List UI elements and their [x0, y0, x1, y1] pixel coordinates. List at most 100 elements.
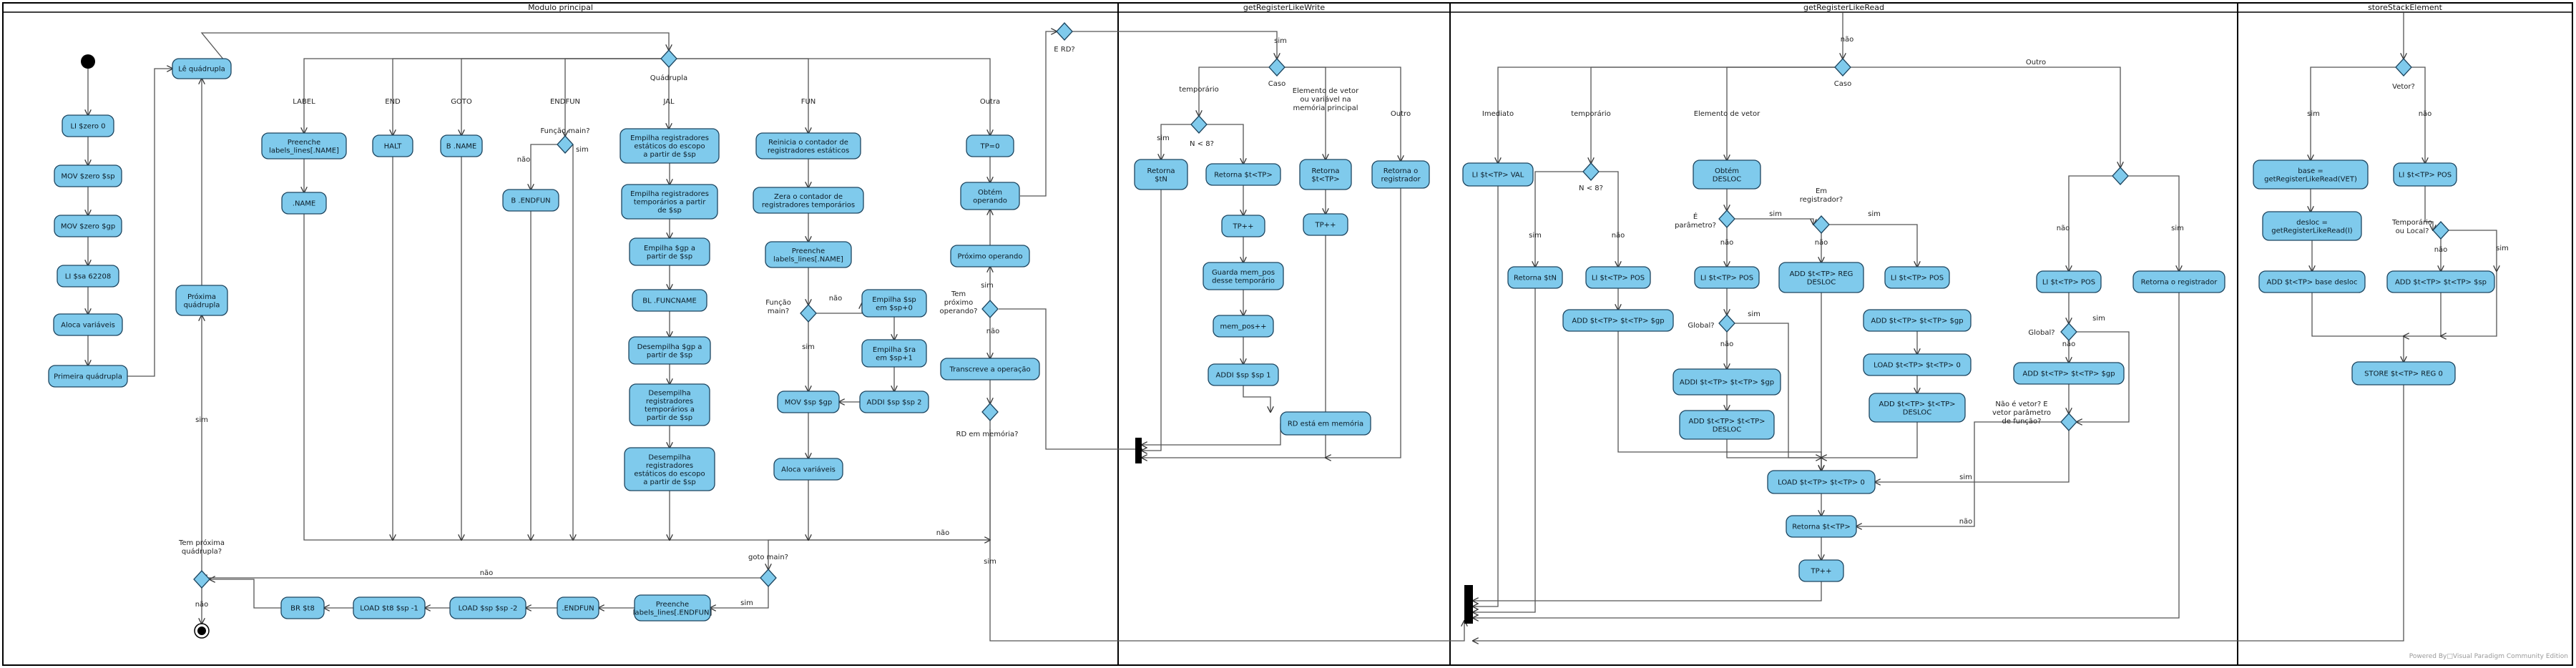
action-label: TP=0: [980, 143, 1000, 151]
action-label: LOAD $t<TP> $t<TP> 0: [1874, 362, 1961, 370]
action-endfun: [557, 596, 599, 619]
action-label: Aloca variáveis: [61, 321, 115, 330]
flow-edge: [210, 579, 281, 609]
decision-node: [1268, 58, 1285, 77]
guard-label: ou Local?: [2396, 227, 2429, 235]
action-addi-sp-2: [859, 391, 929, 413]
action-label: Retorna $tN: [1514, 275, 1557, 283]
guard-label: Vetor?: [2392, 83, 2415, 91]
action-label: Retorna $t<TP>: [1214, 172, 1272, 180]
flow-edge: [1207, 124, 1243, 164]
action-label: Zera o contador de: [774, 193, 843, 201]
swimlane-title: storeStackElement: [2368, 3, 2443, 12]
action-label: ADD $t<TP> $t<TP> $gp: [1572, 318, 1664, 325]
guard-label: main?: [768, 308, 789, 315]
decision-node: [800, 304, 817, 323]
action-r-add-gp: [1562, 309, 1674, 332]
decision-node: [2395, 58, 2412, 77]
action-label: Preenche: [656, 601, 689, 609]
guard-label: não: [1815, 239, 1828, 247]
swimlane: [2, 2, 1119, 666]
action-label: ADDI $sp $sp 1: [1216, 372, 1271, 380]
action-label: base =: [2298, 167, 2323, 175]
flow-edge: [2311, 293, 2404, 362]
decision-node: [660, 49, 677, 68]
flow-edge: [2424, 186, 2433, 230]
flow-edge: [1326, 188, 1401, 458]
flow-edge: [2311, 67, 2396, 160]
action-label: ADD $t<TP> base desloc: [2267, 279, 2358, 287]
action-r-add-gp2: [1863, 309, 1972, 332]
guard-label: não: [1720, 340, 1734, 348]
action-r-obtem-desloc: [1693, 159, 1761, 190]
action-transcreve: [940, 358, 1040, 380]
action-label: Retorna o: [1384, 167, 1418, 175]
action-r-li-pos3: [1884, 266, 1950, 289]
guard-label: Tem: [951, 290, 966, 298]
action-label: HALT: [384, 143, 403, 151]
guard-label: ENDFUN: [550, 98, 580, 106]
action-r-li-pos: [1585, 266, 1651, 289]
action-label: labels_lines[.NAME]: [773, 255, 843, 263]
action-r-li-pos2: [1694, 266, 1760, 289]
action-empilha-reg-temp: [621, 184, 718, 220]
guard-label: não: [2419, 110, 2432, 118]
flow-edge: [303, 214, 990, 540]
guard-label: não: [2062, 340, 2076, 348]
action-label: temporários a: [645, 405, 695, 413]
guard-label: não: [986, 328, 1000, 335]
guard-label: N < 8?: [1190, 140, 1214, 148]
action-w-tp-pp2: [1303, 213, 1348, 236]
swimlane: [1449, 2, 2238, 666]
guard-label: Tem próxima: [178, 539, 225, 547]
decision-node: [981, 300, 999, 318]
action-label: estáticos do escopo: [634, 469, 705, 478]
action-label: ADD $t<TP> $t<TP> $gp: [2022, 370, 2115, 378]
guard-label: sim: [195, 416, 208, 424]
decision-node: [1056, 22, 1073, 41]
flow-edge: [565, 58, 661, 136]
action-s-add-base: [2258, 270, 2366, 293]
action-aloca-vars-1: [53, 313, 123, 336]
action-label: partir de $sp: [647, 252, 692, 260]
flow-edge: [1072, 31, 1277, 59]
action-br-t8: [280, 596, 325, 619]
guard-label: operando?: [940, 308, 978, 315]
action-label: DESLOC: [1713, 175, 1741, 183]
flow-edge: [1473, 293, 2180, 618]
action-label: em $sp+0: [876, 304, 913, 312]
action-label: TP++: [1233, 223, 1254, 231]
decision-node: [981, 403, 999, 421]
action-label: TP++: [1811, 568, 1832, 576]
action-label: Reinicia o contador de: [768, 139, 848, 147]
guard-label: Temporário: [2391, 218, 2432, 227]
flow-edge: [1856, 421, 2061, 526]
guard-label: quádrupla?: [182, 547, 222, 556]
guard-label: END: [385, 98, 401, 106]
guard-label: sim: [1748, 310, 1760, 318]
flow-edge: [1199, 67, 1269, 116]
decision-node: [557, 135, 574, 154]
flow-edge: [1829, 224, 1917, 267]
decision-node: [193, 570, 210, 589]
action-primeira-quad: [48, 365, 128, 388]
action-label: Próxima: [187, 293, 216, 301]
action-mov-zero-sp: [54, 164, 122, 187]
action-w-retorna-reg: [1371, 160, 1430, 189]
action-label: getRegisterLikeRead(VET): [2264, 175, 2357, 183]
action-label: registradores: [646, 398, 693, 406]
action-label: LI $t<TP> VAL: [1472, 172, 1524, 180]
action-label: Retorna o registrador: [2141, 279, 2218, 287]
action-label: LI $zero 0: [70, 123, 105, 131]
action-label: DESLOC: [1807, 278, 1836, 286]
action-desempilha-reg-temp: [629, 383, 710, 426]
guard-label: Elemento de vetor: [1694, 110, 1760, 118]
flow-edge: [989, 429, 1464, 642]
action-proximo-operando: [950, 245, 1030, 267]
action-label: a partir de $sp: [643, 151, 695, 159]
decision-node: [2112, 167, 2129, 185]
flow-edge: [1617, 331, 1821, 471]
watermark: Powered By□Visual Paradigm Community Edi…: [2409, 653, 2568, 660]
decision-node: [2060, 413, 2077, 431]
guard-label: não: [1841, 36, 1854, 44]
